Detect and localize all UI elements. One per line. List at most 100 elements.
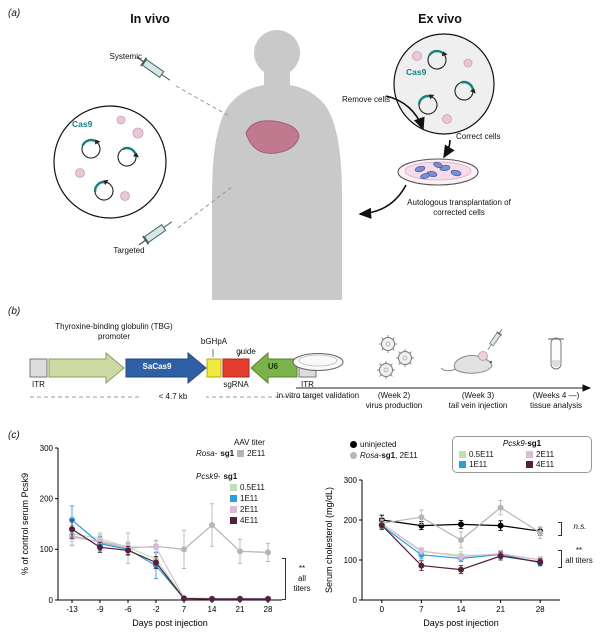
data-point — [181, 546, 187, 553]
data-point — [209, 595, 215, 602]
workflow-week: (Week 2) — [377, 391, 411, 400]
legend-entry: 2E11 — [230, 504, 265, 515]
significance-label: all titers — [293, 574, 311, 593]
data-point — [97, 538, 103, 545]
panel-b-label: (b) — [8, 306, 21, 317]
x-tick-label: 7 — [182, 605, 187, 614]
size-label: < 4.7 kb — [140, 392, 206, 402]
legend-entry: 1E11 — [230, 493, 265, 504]
left-chart-significance: ** all titers — [289, 564, 315, 594]
right-chart-significance: ** all titers — [563, 546, 595, 566]
itr-left-label: ITR — [32, 380, 45, 389]
series-pcsk9-sg1-2e11 — [69, 530, 271, 602]
remove-cells-label: Remove cells — [341, 95, 390, 104]
ns-bracket — [558, 522, 562, 536]
x-tick-label: -2 — [152, 605, 160, 614]
legend-entry: 2E11 — [526, 449, 585, 459]
legend-entry: 0.5E11 — [230, 482, 265, 493]
data-point — [69, 526, 75, 533]
significance-stars: ** — [298, 564, 306, 573]
axes — [55, 447, 282, 603]
y-tick-label: 100 — [344, 556, 358, 565]
bghpa-label: bGHpA — [200, 337, 228, 346]
targeted-syringe-icon — [135, 216, 176, 250]
panel-b-diagram — [29, 327, 592, 398]
tbg-promoter-label: Thyroxine-binding globulin (TBG) promote… — [55, 322, 173, 341]
liver-icon — [245, 120, 300, 154]
legend-entry-rosa: Rosa-sg1, 2E11 — [350, 450, 418, 461]
remove-cells-arrow — [385, 95, 425, 131]
legend-group-pcsk9: Pcsk9-sg1 — [196, 472, 238, 481]
in-vivo-title: In vivo — [130, 12, 170, 26]
data-point — [418, 547, 425, 554]
data-point — [181, 595, 187, 602]
y-tick-label: 300 — [40, 444, 54, 453]
y-tick-label: 0 — [49, 596, 54, 605]
data-point — [497, 504, 504, 511]
sacas9-label: SaCas9 — [142, 362, 172, 371]
workflow-caption-4: (Weeks 4 —) tissue analysis — [514, 391, 598, 410]
uninjected-dot — [350, 441, 357, 448]
targeted-label: Targeted — [113, 246, 145, 255]
swatch — [230, 484, 237, 491]
rosa-dot — [350, 452, 357, 459]
left-significance-bracket — [282, 558, 286, 600]
u6-label: U6 — [267, 362, 279, 371]
data-point — [497, 522, 504, 529]
x-tick-label: 14 — [208, 605, 217, 614]
in-vivo-cell-circle — [53, 105, 167, 219]
significance-stars: ** — [575, 546, 583, 555]
guide-label: guide — [236, 347, 256, 356]
human-body-silhouette — [212, 30, 342, 300]
workflow-caption-3: (Week 3) tail vein injection — [436, 391, 520, 410]
y-tick-label: 200 — [40, 494, 54, 503]
data-point — [97, 544, 103, 551]
right-significance-bracket — [558, 550, 562, 568]
injection-dashed-lines — [175, 85, 234, 229]
pcsk9-sg1-legend-box: Pcsk9-sg1 0.5E11 2E11 1E11 4E11 — [452, 436, 592, 473]
swatch — [230, 517, 237, 524]
gene-name: Rosa- — [196, 449, 218, 458]
ex-vivo-title: Ex vivo — [418, 12, 462, 26]
panel-a-label: (a) — [8, 8, 21, 19]
ns-annotation: n.s. — [573, 522, 587, 531]
data-point — [418, 562, 425, 569]
workflow-caption-1: in vitro target validation — [276, 391, 360, 401]
cell-dots — [412, 51, 473, 124]
legend-box-header: Pcsk9-sg1 — [502, 439, 542, 448]
swatch — [459, 450, 466, 458]
y-tick-label: 300 — [344, 476, 358, 485]
itr-right-label: ITR — [301, 380, 314, 389]
data-point — [537, 559, 544, 565]
legend-entry-rosa: Rosa-sg1 2E11 — [196, 449, 266, 458]
sacas9-arrow — [125, 351, 207, 385]
guide-box — [222, 358, 250, 378]
data-point — [497, 553, 504, 559]
swatch — [459, 460, 466, 468]
data-point — [237, 548, 243, 555]
petri-dish-icon — [397, 158, 479, 186]
workflow-week: (Weeks 4 —) — [532, 391, 580, 400]
cas9-label-ex-vivo: Cas9 — [406, 67, 427, 77]
swatch — [526, 460, 533, 468]
gene-name: Pcsk9- — [196, 472, 221, 481]
swatch — [526, 450, 533, 458]
data-point — [153, 559, 159, 566]
data-point — [458, 553, 464, 560]
workflow-caption-2: (Week 2) virus production — [352, 391, 436, 410]
x-axis-label: Days post injection — [132, 618, 208, 628]
legend-entry: 4E11 — [526, 459, 585, 469]
series-pcsk9-sg1-4e11 — [69, 519, 271, 602]
rosa-titer: 2E11 — [247, 449, 266, 458]
aav-titer-legend: AAV titer Rosa-sg1 2E11 Pcsk9-sg1 0.5E11… — [196, 437, 265, 526]
cholesterol-legend: uninjected Rosa-sg1, 2E11 — [350, 439, 418, 461]
series-rosa-sg1-2e11 — [69, 503, 271, 570]
sgrna-label: sgRNA — [223, 380, 249, 389]
rosa-swatch — [237, 450, 245, 457]
workflow-week: (Week 3) — [461, 391, 495, 400]
tbg-promoter-arrow — [48, 351, 125, 385]
y-tick-label: 100 — [40, 545, 54, 554]
data-point — [153, 544, 159, 551]
workflow-caption: tail vein injection — [448, 400, 508, 410]
